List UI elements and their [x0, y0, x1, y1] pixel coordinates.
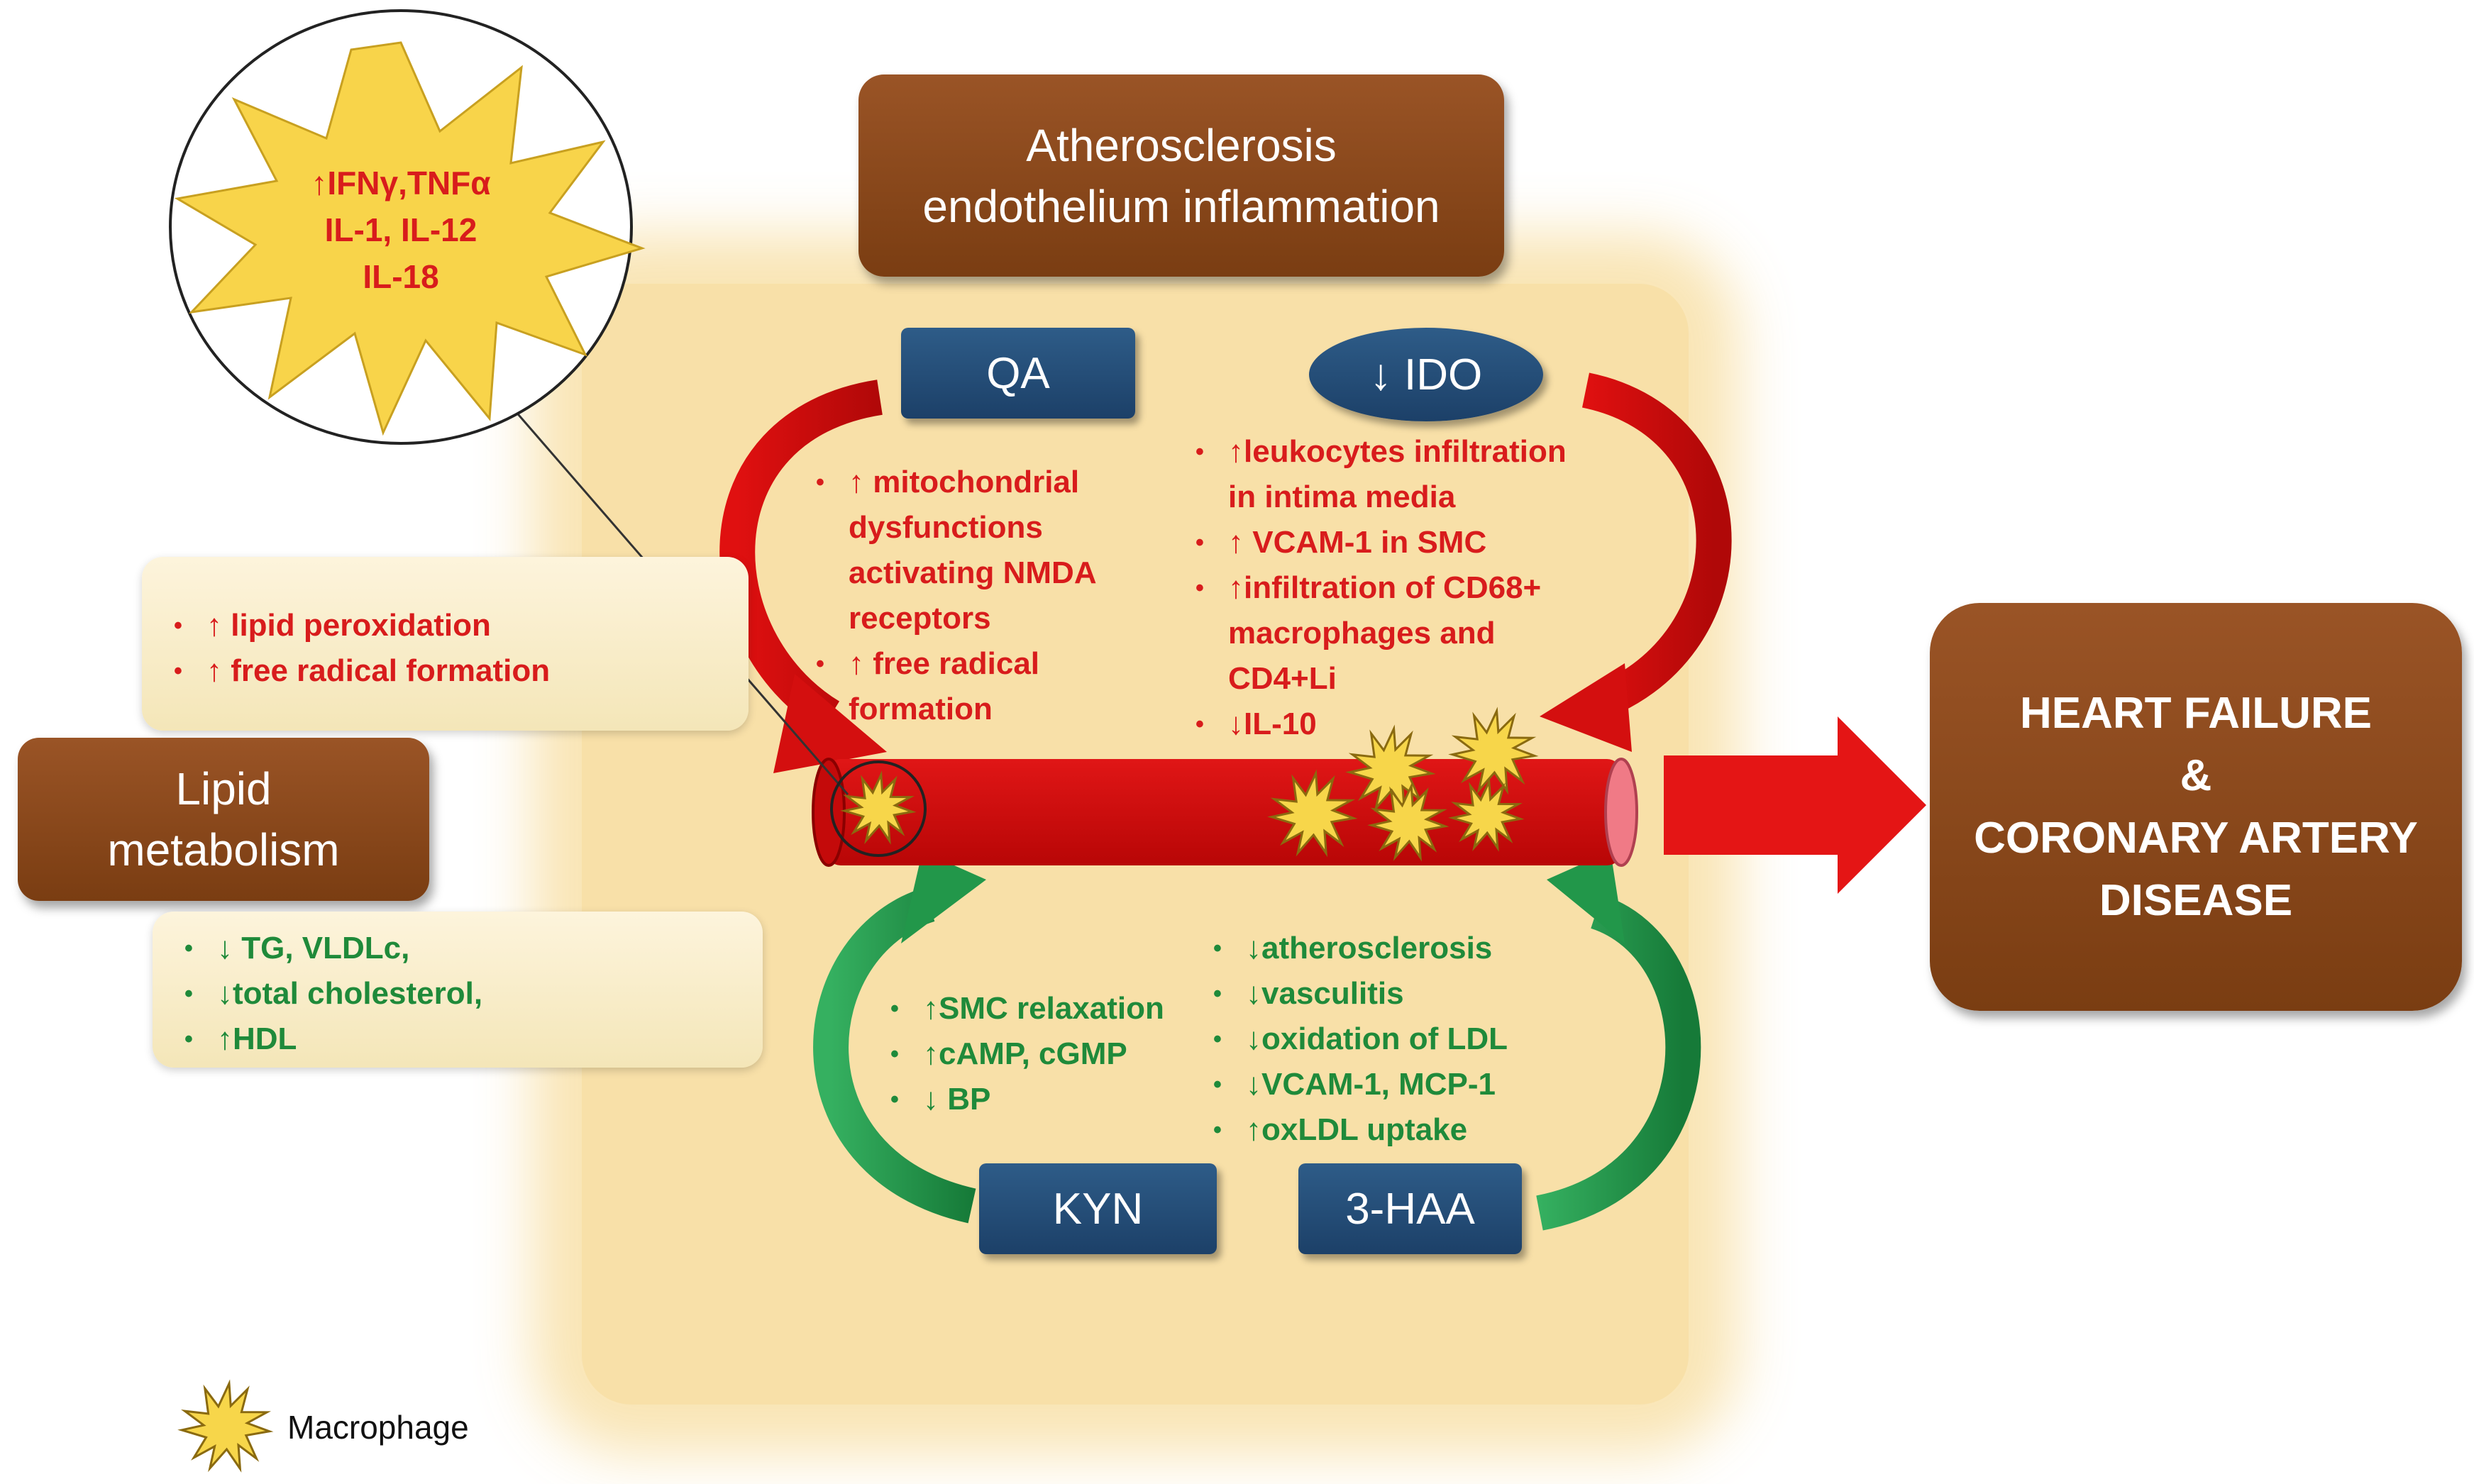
magnifier-circle [830, 760, 927, 857]
lipid-oxidation-box: ↑ lipid peroxidation ↑ free radical form… [142, 557, 749, 731]
kyn-effect-item: ↓ BP [890, 1077, 1231, 1122]
macrophage-icon [177, 1379, 274, 1473]
lipid-green-effect-item: ↓total cholesterol, [184, 971, 745, 1017]
haa-effect-item: ↑oxLDL uptake [1213, 1107, 1596, 1153]
ido-effect-line: in intima media [1228, 480, 1456, 514]
haa-effect-item: ↓atherosclerosis [1213, 926, 1596, 971]
cytokine-line-2: IL-1, IL-12 [324, 211, 477, 248]
haa-effects-list: ↓atherosclerosis ↓vasculitis ↓oxidation … [1213, 926, 1596, 1153]
qa-effect-item: ↑ free radical formation [816, 641, 1128, 732]
ido-oval: ↓ IDO [1309, 328, 1543, 421]
lipid-red-effect-item: ↑ lipid peroxidation [174, 603, 727, 648]
lipid-red-effect-item: ↑ free radical formation [174, 648, 727, 694]
outcome-line-1: HEART FAILURE [2019, 688, 2372, 738]
qa-effect-line: receptors [849, 601, 991, 636]
cytokine-line-3: IL-18 [363, 258, 439, 295]
qa-effect-line: ↑ free radical [849, 646, 1040, 681]
kyn-effects-list: ↑SMC relaxation ↑cAMP, cGMP ↓ BP [890, 986, 1231, 1122]
qa-effect-line: formation [849, 692, 993, 726]
qa-effects-list: ↑ mitochondrial dysfunctions activating … [816, 460, 1128, 732]
macrophage-legend-icon [177, 1379, 274, 1473]
lipid-label-line-2: metabolism [107, 824, 340, 875]
haa-effect-item: ↓vasculitis [1213, 971, 1596, 1017]
macrophage-icon [1448, 777, 1525, 852]
lipid-label-line-1: Lipid [175, 763, 272, 814]
outcome-line-3: CORONARY ARTERY [1974, 813, 2418, 863]
outcome-line-2: & [2180, 751, 2212, 800]
ido-effects-list: ↑leukocytes infiltration in intima media… [1195, 429, 1635, 747]
lipid-metabolism-box: Lipid metabolism [18, 738, 429, 901]
kyn-curved-arrow [813, 851, 986, 1224]
atherosclerosis-title-box: Atherosclerosis endothelium inflammation [858, 74, 1504, 277]
ido-effect-item: ↓IL-10 [1195, 702, 1635, 747]
ido-effect-line: ↑leukocytes infiltration [1228, 434, 1567, 469]
haa-effect-item: ↓oxidation of LDL [1213, 1017, 1596, 1062]
legend-macrophage-label: Macrophage [287, 1409, 469, 1446]
haa-curved-arrow [1535, 851, 1701, 1231]
cytokine-text: ↑IFNγ,TNFα IL-1, IL-12 IL-18 [280, 160, 521, 300]
haa-box: 3-HAA [1298, 1163, 1522, 1254]
cytokine-line-1: ↑IFNγ,TNFα [311, 165, 491, 201]
ido-effect-line: ↑ VCAM-1 in SMC [1228, 525, 1487, 560]
lipid-red-effects-list: ↑ lipid peroxidation ↑ free radical form… [174, 603, 727, 694]
outcome-block-arrow [1664, 716, 1926, 894]
haa-effect-item: ↓VCAM-1, MCP-1 [1213, 1062, 1596, 1107]
kyn-effect-item: ↑cAMP, cGMP [890, 1031, 1231, 1077]
title-line-1: Atherosclerosis [1026, 119, 1337, 171]
qa-effect-line: ↑ mitochondrial [849, 465, 1080, 499]
lipid-green-effect-item: ↑HDL [184, 1017, 745, 1062]
ido-effect-line: ↓IL-10 [1228, 707, 1317, 741]
ido-effect-line: CD4+Li [1228, 661, 1337, 696]
outcome-line-4: DISEASE [2099, 875, 2293, 925]
title-line-2: endothelium inflammation [922, 180, 1440, 232]
qa-effect-item: ↑ mitochondrial dysfunctions activating … [816, 460, 1128, 641]
lipid-green-effects-list: ↓ TG, VLDLc, ↓total cholesterol, ↑HDL [184, 926, 745, 1062]
ido-effect-line: ↑infiltration of CD68+ [1228, 570, 1542, 605]
vessel-macrophages [840, 707, 1539, 862]
ido-effect-item: ↑ VCAM-1 in SMC [1195, 520, 1635, 565]
ido-effect-line: macrophages and [1228, 616, 1496, 650]
macrophage-icon [1267, 769, 1358, 858]
kyn-effect-item: ↑SMC relaxation [890, 986, 1231, 1031]
qa-box: QA [901, 328, 1135, 419]
lipid-profile-box: ↓ TG, VLDLc, ↓total cholesterol, ↑HDL [153, 912, 763, 1068]
heart-failure-outcome-box: HEART FAILURE & CORONARY ARTERY DISEASE [1930, 603, 2462, 1011]
qa-effect-line: dysfunctions [849, 510, 1043, 545]
macrophage-icon [1367, 782, 1449, 862]
ido-effect-item: ↑infiltration of CD68+ macrophages and C… [1195, 565, 1635, 702]
ido-effect-item: ↑leukocytes infiltration in intima media [1195, 429, 1635, 520]
lipid-green-effect-item: ↓ TG, VLDLc, [184, 926, 745, 971]
macrophage-icon [840, 770, 917, 845]
kyn-box: KYN [979, 1163, 1217, 1254]
cytokine-starburst [169, 9, 646, 445]
qa-effect-line: activating NMDA [849, 555, 1097, 590]
